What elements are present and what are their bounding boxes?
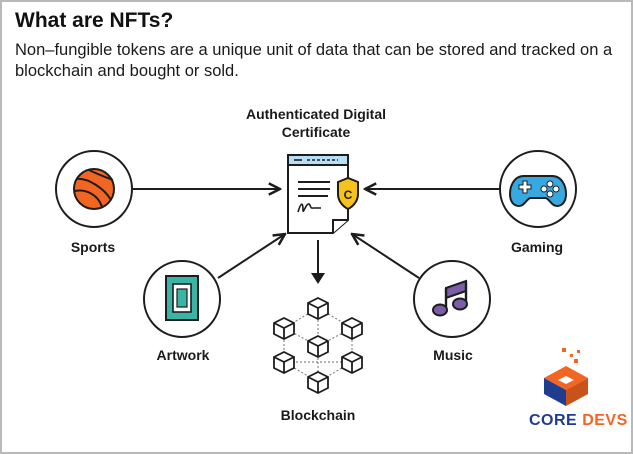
cube-5 [273, 351, 295, 374]
shield-c-icon: C [337, 176, 359, 211]
music-node-circle [413, 260, 491, 338]
cube-6 [341, 351, 363, 374]
cube-4 [307, 335, 329, 358]
basketball-icon [73, 168, 115, 210]
artwork-label: Artwork [156, 347, 210, 363]
cube-3 [341, 317, 363, 340]
gamepad-icon [508, 175, 568, 208]
certificate-icon [287, 154, 349, 234]
page-title: What are NFTs? [15, 9, 174, 32]
arrow-music-to-certificate [352, 234, 420, 279]
blockchain-cubes-icon [273, 297, 363, 394]
core-devs-wordmark: CORE DEVS [529, 412, 628, 430]
core-devs-logo-icon [544, 348, 588, 406]
cube-2 [273, 317, 295, 340]
blockchain-label: Blockchain [280, 407, 356, 423]
svg-text:C: C [344, 188, 353, 202]
cube-7 [307, 371, 329, 394]
connector-arrows [133, 189, 499, 279]
sports-label: Sports [70, 239, 116, 255]
page-subtitle: Non–fungible tokens are a unique unit of… [15, 41, 613, 80]
cube-1 [307, 297, 329, 320]
music-note-icon [432, 279, 468, 317]
brand-word-devs: DEVS [582, 412, 628, 429]
certificate-label: Authenticated Digital Certificate [241, 105, 391, 141]
arrow-certificate-to-blockchain [311, 240, 325, 284]
picture-frame-icon [165, 275, 199, 321]
gaming-label: Gaming [510, 239, 564, 255]
certificate-label-text: Authenticated Digital Certificate [245, 106, 386, 140]
music-label: Music [433, 347, 473, 363]
brand-word-core: CORE [529, 412, 578, 429]
arrow-artwork-to-certificate [217, 234, 285, 279]
